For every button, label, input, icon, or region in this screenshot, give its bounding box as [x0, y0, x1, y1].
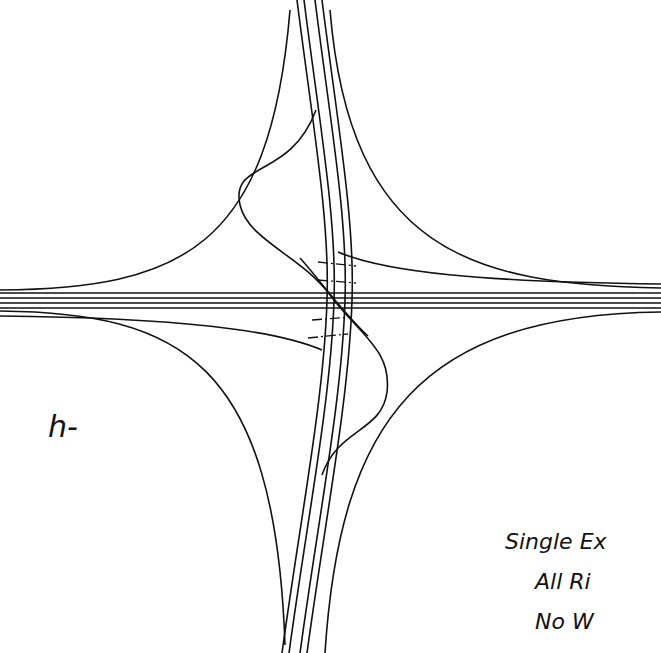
note-label: Single Ex: [505, 530, 607, 554]
ramp: [338, 252, 661, 284]
loop-ramp: [239, 110, 388, 475]
freeway-edge: [0, 302, 661, 304]
freeway-edge: [300, 0, 345, 653]
note-label: All Ri: [535, 570, 591, 594]
bridge-mark: [308, 262, 356, 338]
ramp: [325, 312, 661, 653]
loop-ramp: [300, 258, 368, 336]
ramp: [0, 10, 290, 290]
freeway-edge: [0, 307, 661, 309]
ramp: [330, 10, 661, 288]
freeway-edge: [307, 0, 352, 653]
note-label: No W: [535, 610, 594, 634]
ramp: [0, 311, 285, 645]
note-label: h-: [48, 410, 78, 443]
ramp: [0, 316, 322, 350]
freeway-edge: [0, 297, 661, 299]
